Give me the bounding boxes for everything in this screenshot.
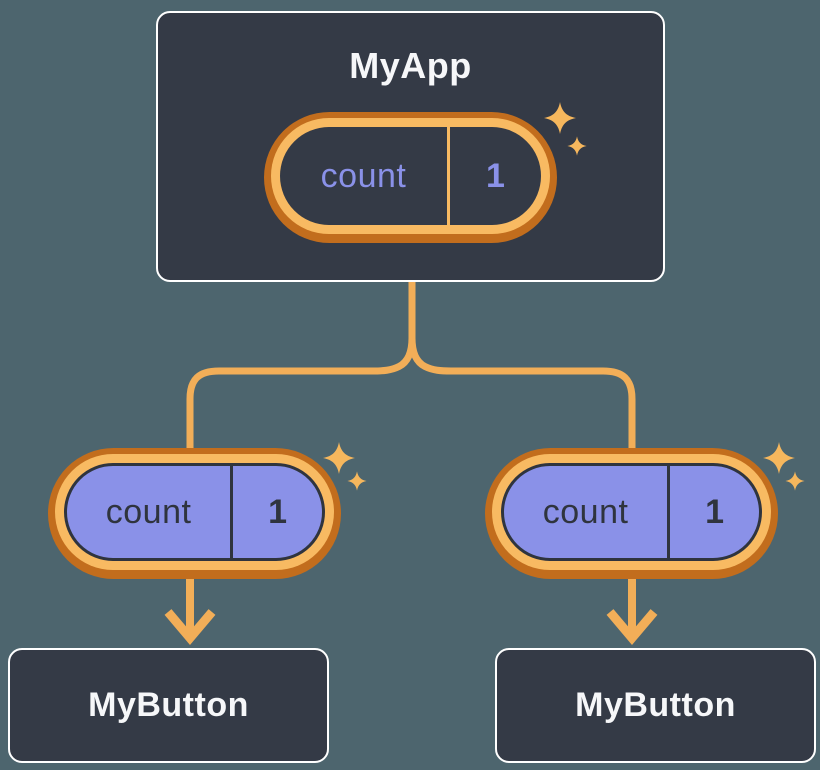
- button-node-label: MyButton: [575, 686, 736, 724]
- left-prop-pill: count 1: [48, 448, 341, 579]
- prop-name: count: [542, 492, 629, 531]
- connector-right-branch: [408, 282, 636, 453]
- prop-value: 1: [705, 492, 725, 531]
- button-node-label: MyButton: [88, 686, 249, 724]
- app-node-label: MyApp: [349, 45, 472, 86]
- app-node: MyApp count 1: [156, 11, 665, 282]
- right-button-node: MyButton: [495, 648, 816, 763]
- arrow-down-icon: [606, 578, 658, 645]
- left-button-node: MyButton: [8, 648, 329, 763]
- arrow-down-icon: [164, 578, 216, 645]
- state-pill-ring: count 1: [271, 118, 550, 234]
- prop-name: count: [105, 492, 192, 531]
- state-value: 1: [486, 156, 505, 195]
- pill-divider: [230, 466, 234, 558]
- root-state-pill: count 1: [264, 112, 557, 243]
- state-name: count: [320, 156, 407, 195]
- right-prop-pill: count 1: [485, 448, 778, 579]
- pill-divider: [667, 466, 671, 558]
- prop-value: 1: [268, 492, 288, 531]
- connector-left-branch: [186, 282, 416, 453]
- prop-pill-ring: count 1: [492, 454, 771, 570]
- prop-pill-ring: count 1: [55, 454, 334, 570]
- pill-divider: [447, 127, 451, 225]
